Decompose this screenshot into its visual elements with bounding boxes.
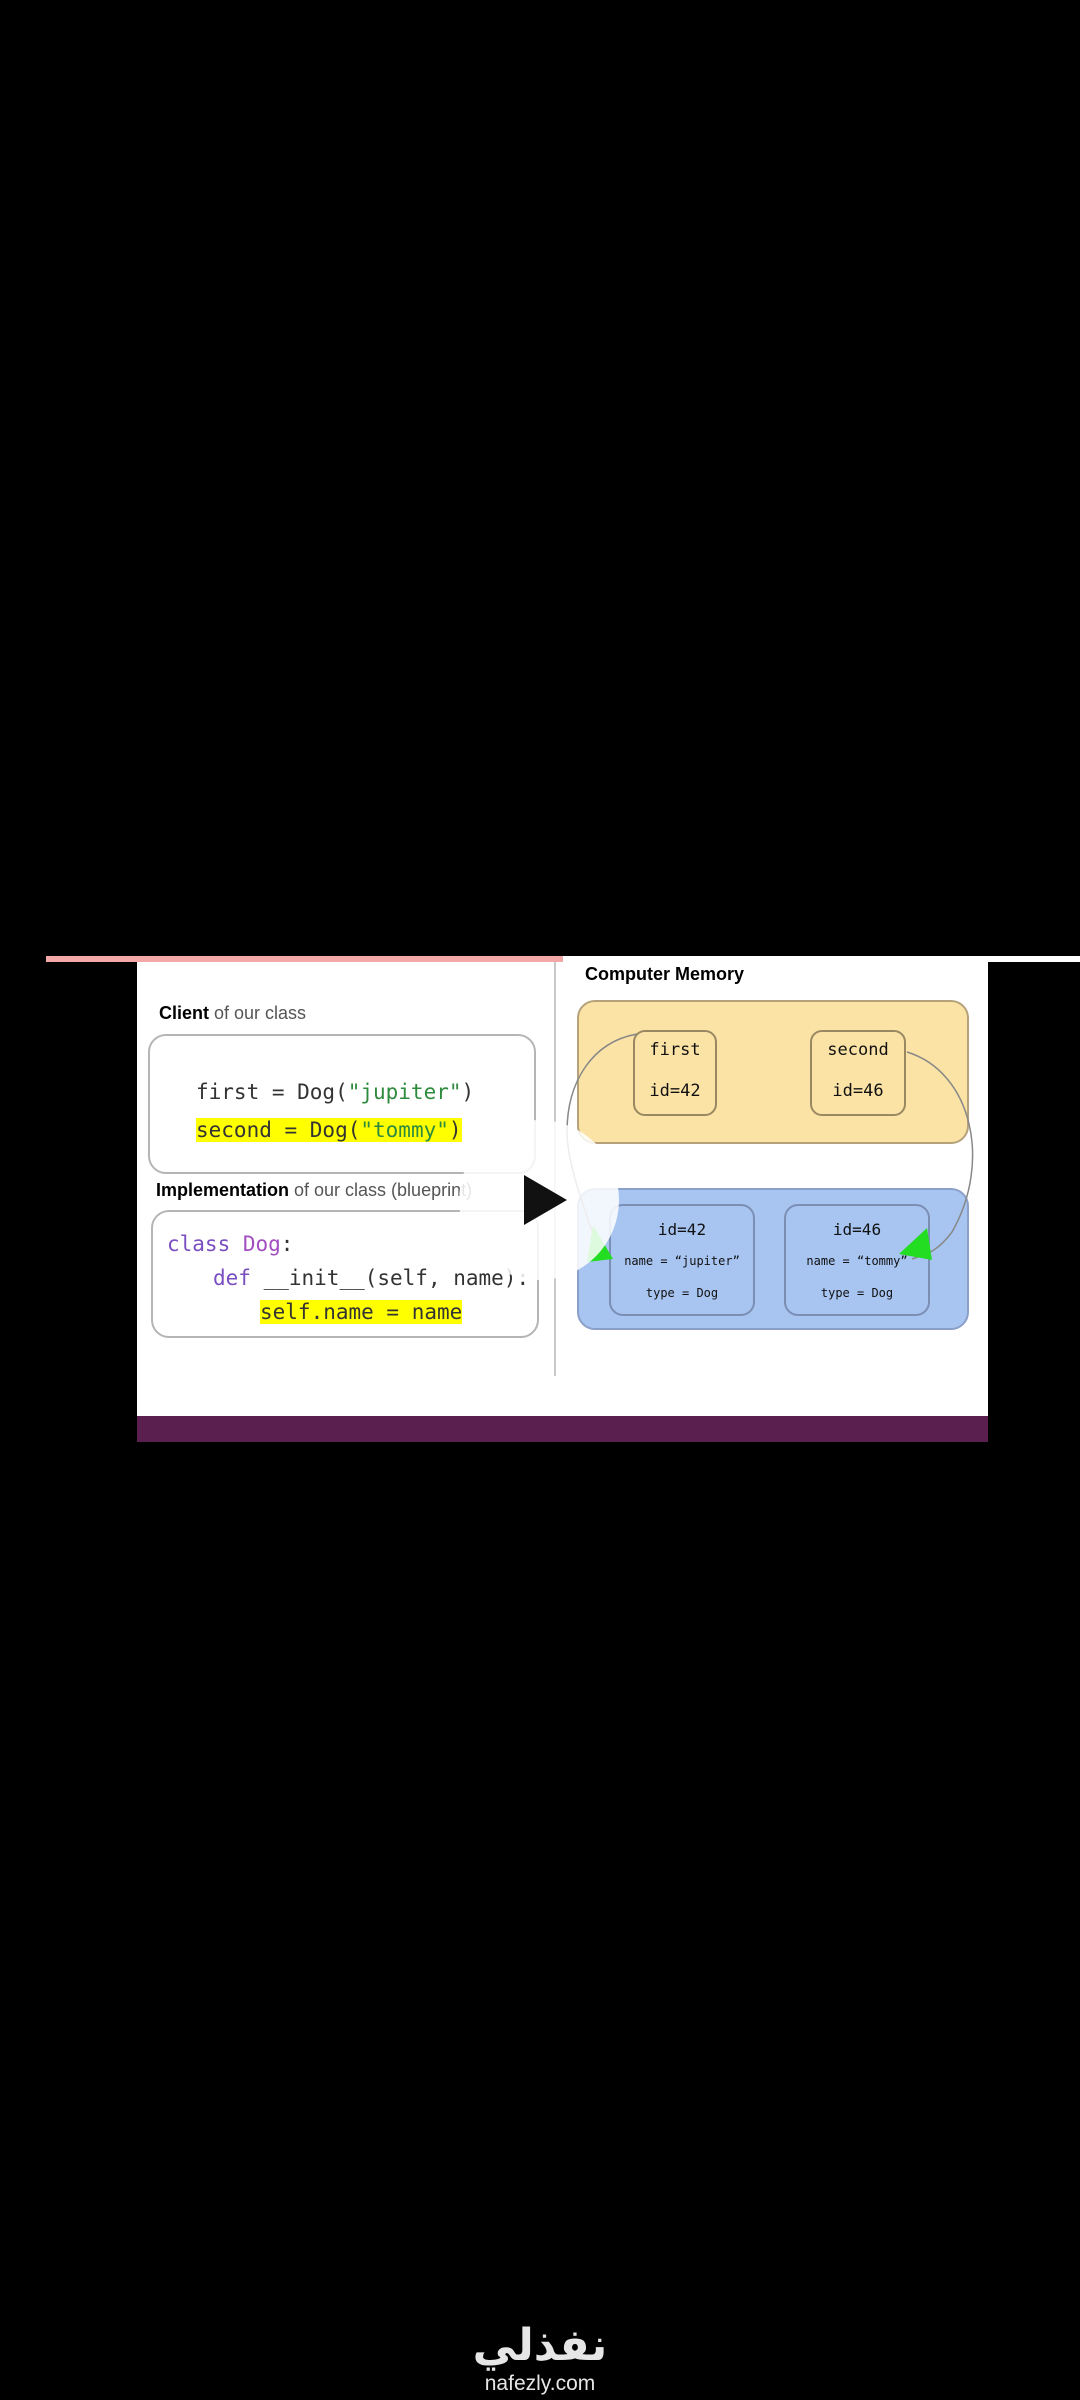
- memory-stack-area: first id=42 second id=46: [577, 1000, 969, 1144]
- object-type-attr: type = Dog: [645, 1286, 719, 1300]
- play-icon: [524, 1175, 567, 1225]
- client-code-line-1: first = Dog("jupiter"): [196, 1080, 475, 1104]
- impl-code-line-1: class Dog:: [167, 1232, 294, 1256]
- play-button[interactable]: [459, 1120, 619, 1280]
- object-box-tommy: id=46 name = “tommy” type = Dog: [784, 1204, 930, 1316]
- client-code-box: [148, 1034, 536, 1174]
- memory-heap-area: id=42 name = “jupiter” type = Dog id=46 …: [577, 1188, 969, 1330]
- variable-box-first: first id=42: [633, 1030, 717, 1116]
- object-box-jupiter: id=42 name = “jupiter” type = Dog: [609, 1204, 755, 1316]
- variable-id: id=42: [649, 1081, 701, 1101]
- object-id: id=42: [657, 1220, 707, 1239]
- object-id: id=46: [832, 1220, 882, 1239]
- memory-title: Computer Memory: [585, 964, 745, 984]
- video-progress-bar[interactable]: [46, 956, 1080, 962]
- implementation-label: Implementation of our class (blueprint): [156, 1180, 472, 1200]
- impl-code-line-3: self.name = name: [260, 1300, 463, 1324]
- brand-logo-arabic: نفذلي: [472, 2320, 608, 2371]
- variable-id: id=46: [832, 1081, 884, 1101]
- object-name-attr: name = “tommy”: [806, 1254, 908, 1268]
- brand-url: nafezly.com: [484, 2372, 596, 2395]
- object-type-attr: type = Dog: [820, 1286, 894, 1300]
- variable-box-second: second id=46: [810, 1030, 906, 1116]
- client-code-line-2: second = Dog("tommy"): [196, 1118, 462, 1142]
- client-label: Client of our class: [159, 1003, 307, 1023]
- slide-footer-bar: [137, 1416, 988, 1442]
- video-progress-fill: [46, 956, 563, 962]
- variable-name: second: [827, 1040, 889, 1060]
- object-name-attr: name = “jupiter”: [624, 1254, 740, 1268]
- variable-name: first: [649, 1040, 701, 1060]
